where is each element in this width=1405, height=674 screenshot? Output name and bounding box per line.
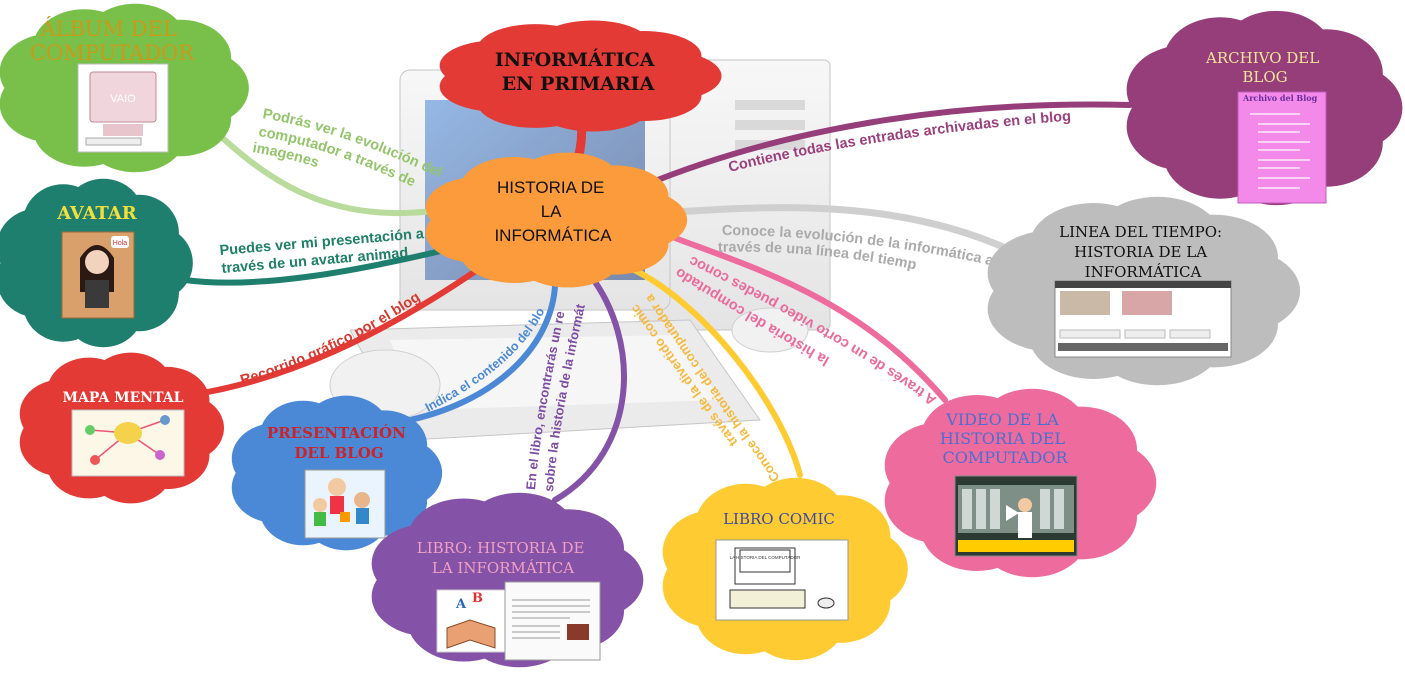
presentacion-title[interactable]: PRESENTACIÓN DEL BLOG bbox=[267, 424, 411, 462]
top-cloud[interactable] bbox=[439, 20, 722, 132]
video-thumbnail-player[interactable] bbox=[954, 475, 1078, 557]
svg-text:VAIO: VAIO bbox=[110, 93, 136, 105]
top-title[interactable]: INFORMÁTICA EN PRIMARIA bbox=[495, 48, 661, 95]
svg-text:B: B bbox=[472, 591, 483, 606]
mapa-thumbnail-mindmap[interactable] bbox=[71, 409, 185, 477]
svg-text:Archivo del Blog: Archivo del Blog bbox=[1242, 93, 1318, 103]
linea-title[interactable]: LINEA DEL TIEMPO: HISTORIA DE LA INFORMÁ… bbox=[1059, 223, 1227, 281]
comic-thumbnail[interactable]: LA HISTORIA DEL COMPUTADOR bbox=[715, 539, 849, 621]
svg-text:A: A bbox=[455, 597, 467, 612]
svg-text:LA HISTORIA DEL COMPUTADOR: LA HISTORIA DEL COMPUTADOR bbox=[730, 555, 801, 560]
center-cloud[interactable] bbox=[425, 152, 688, 288]
archivo-title[interactable]: ARCHIVO DEL BLOG bbox=[1205, 49, 1324, 86]
avatar-thumbnail[interactable]: Hola bbox=[61, 231, 135, 319]
album-title[interactable]: ÁLBUM DEL COMPUTADOR bbox=[30, 17, 195, 65]
svg-text:Hola: Hola bbox=[113, 240, 128, 247]
avatar-title[interactable]: AVATAR bbox=[56, 203, 138, 224]
center-title[interactable]: HISTORIA DE LA INFORMÁTICA bbox=[494, 178, 612, 245]
album-thumbnail-computer[interactable]: VAIO bbox=[77, 63, 169, 153]
mapa-title[interactable]: MAPA MENTAL bbox=[63, 390, 184, 406]
libro-title[interactable]: LIBRO: HISTORIA DE LA INFORMÁTICA bbox=[417, 539, 589, 577]
archivo-thumbnail-blog-archive[interactable]: Archivo del Blog bbox=[1237, 91, 1327, 204]
libro-thumbnail-book[interactable]: A B bbox=[436, 581, 601, 661]
comic-title[interactable]: LIBRO COMIC bbox=[723, 510, 835, 528]
video-title[interactable]: VIDEO DE LA HISTORIA DEL COMPUTADOR bbox=[940, 410, 1070, 467]
linea-thumbnail-timeline[interactable] bbox=[1054, 280, 1232, 358]
presentacion-thumbnail-kids[interactable] bbox=[304, 469, 386, 539]
